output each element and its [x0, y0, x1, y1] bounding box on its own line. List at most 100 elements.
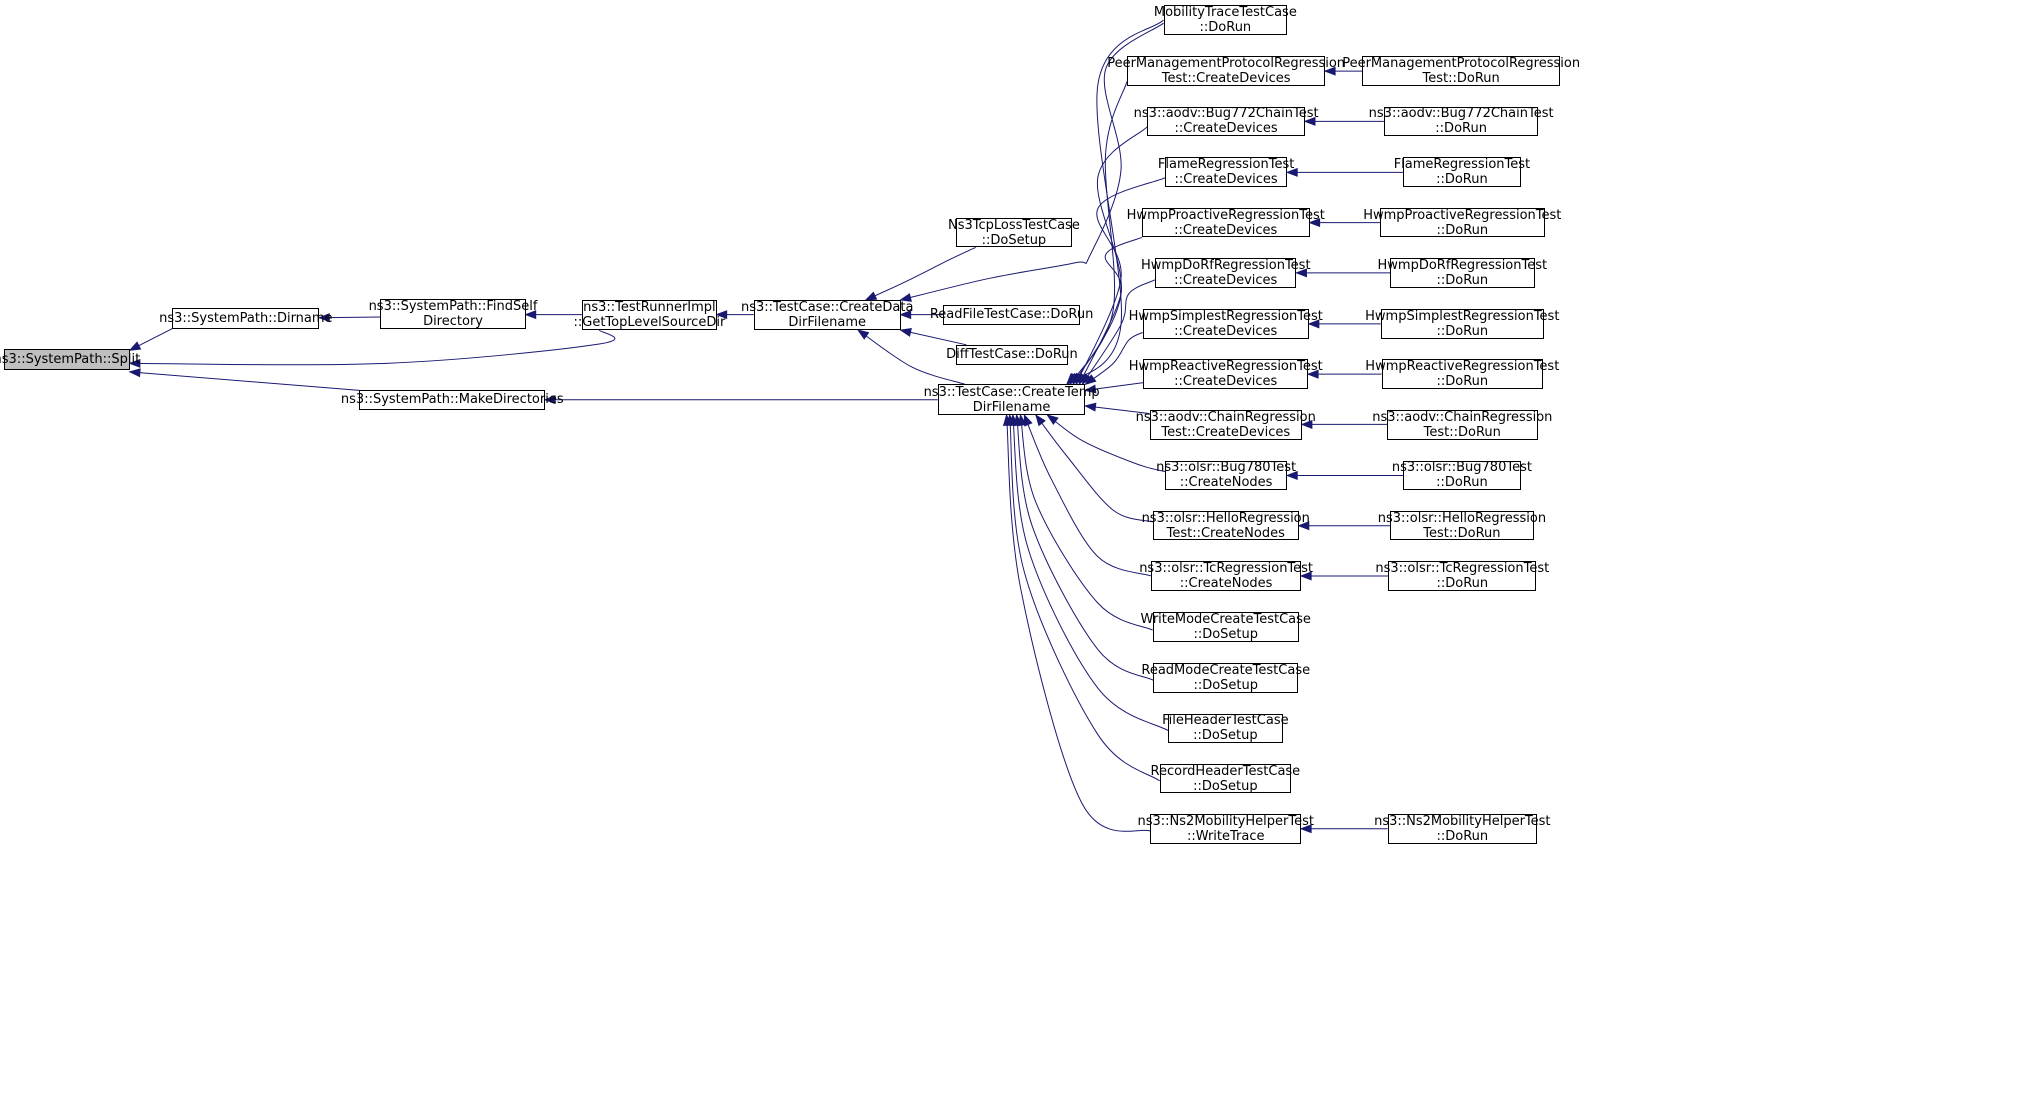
graph-node-label: Test::CreateNodes	[1166, 525, 1285, 541]
edge-readfile-to-createdata	[899, 310, 944, 320]
graph-node-hwmpdorf-cd[interactable]: HwmpDoRfRegressionTest::CreateDevices	[1141, 258, 1311, 289]
graph-node-bug772-run[interactable]: ns3::aodv::Bug772ChainTest::DoRun	[1369, 106, 1554, 136]
edge-bug772-run-to-bug772-cd	[1303, 116, 1384, 126]
arrowhead	[128, 368, 141, 378]
graph-node-hwmpreactive-cd[interactable]: HwmpReactiveRegressionTest::CreateDevice…	[1129, 359, 1323, 390]
edge-findself-to-dirname	[317, 313, 381, 323]
graph-node-ns2mob-wt[interactable]: ns3::Ns2MobilityHelperTest::WriteTrace	[1138, 814, 1314, 845]
graph-node-label: ::DoRun	[1436, 323, 1489, 339]
graph-node-split: ns3::SystemPath::Split	[0, 349, 140, 371]
graph-node-label: Directory	[423, 313, 483, 329]
graph-node-label: ns3::olsr::HelloRegression	[1377, 510, 1547, 526]
graph-node-label: ns3::Ns2MobilityHelperTest	[1374, 814, 1551, 830]
graph-node-ns3tcploss[interactable]: Ns3TcpLossTestCase::DoSetup	[948, 218, 1080, 248]
graph-node-hwmpproactive-run[interactable]: HwmpProactiveRegressionTest::DoRun	[1363, 208, 1561, 238]
arrowhead	[1046, 414, 1059, 426]
graph-node-readfile[interactable]: ReadFileTestCase::DoRun	[930, 304, 1093, 325]
edge-olsrhello-run-to-olsrhello-cn	[1297, 521, 1391, 531]
graph-node-readmode[interactable]: ReadModeCreateTestCase::DoSetup	[1141, 662, 1310, 693]
graph-node-label: ::CreateDevices	[1174, 374, 1278, 390]
graph-node-hwmpsimplest-cd[interactable]: HwmpSimplestRegressionTest::CreateDevice…	[1129, 309, 1323, 339]
graph-node-flame-cd[interactable]: FlameRegressionTest::CreateDevices	[1158, 156, 1294, 188]
graph-node-label: ns3::olsr::Bug780Test	[1391, 460, 1532, 476]
graph-node-label: ::DoRun	[1199, 19, 1252, 35]
graph-node-flame-run[interactable]: FlameRegressionTest::DoRun	[1394, 156, 1530, 188]
edge-hwmpproactive-run-to-hwmpproactive-cd	[1308, 218, 1380, 228]
edge-gettoplevel-to-findself	[524, 310, 583, 320]
graph-node-label: PeerManagementProtocolRegression	[1342, 55, 1581, 71]
graph-node-label: ::WriteTrace	[1186, 829, 1265, 845]
arrowhead	[1002, 413, 1012, 426]
graph-node-olsrtc-run[interactable]: ns3::olsr::TcRegressionTest::DoRun	[1375, 561, 1549, 592]
graph-node-label: HwmpDoRfRegressionTest	[1140, 258, 1311, 274]
graph-node-label: ns3::olsr::TcRegressionTest	[1139, 561, 1314, 577]
graph-node-mobilitytrace[interactable]: MobilityTraceTestCase::DoRun	[1154, 4, 1297, 35]
graph-node-hwmpproactive-cd[interactable]: HwmpProactiveRegressionTest::CreateDevic…	[1127, 208, 1325, 238]
graph-node-label: ns3::SystemPath::MakeDirectories	[340, 392, 564, 408]
graph-node-hwmpdorf-run[interactable]: HwmpDoRfRegressionTest::DoRun	[1378, 258, 1547, 289]
arrowhead	[1285, 470, 1298, 480]
edge-hwmpdorf-run-to-hwmpdorf-cd	[1295, 268, 1391, 278]
edge-ns2mob-wt-to-createtemp	[1002, 413, 1151, 832]
edge-difftest-to-createdata	[899, 327, 967, 346]
graph-node-label: Test::DoRun	[1422, 70, 1500, 86]
graph-node-label: ::CreateNodes	[1179, 576, 1273, 592]
graph-node-label: Ns3TcpLossTestCase	[948, 217, 1080, 233]
graph-node-hwmpreactive-run[interactable]: HwmpReactiveRegressionTest::DoRun	[1365, 359, 1559, 389]
graph-node-label: ::CreateNodes	[1179, 475, 1273, 491]
edge-hwmpdorf-cd-to-createtemp	[1081, 279, 1156, 386]
graph-node-dirname[interactable]: ns3::SystemPath::Dirname	[159, 308, 333, 329]
graph-node-label: Test::DoRun	[1423, 424, 1501, 440]
graph-node-label: HwmpReactiveRegressionTest	[1365, 359, 1560, 375]
edge-olsrtc-run-to-olsrtc-cn	[1299, 571, 1389, 581]
arrowhead	[1299, 571, 1312, 581]
graph-node-olsrbug780-run[interactable]: ns3::olsr::Bug780Test::DoRun	[1392, 460, 1532, 490]
graph-node-label: PeerManagementProtocolRegression	[1107, 55, 1346, 71]
edge-bug772-cd-to-createtemp	[1072, 126, 1148, 386]
graph-node-recordheader[interactable]: RecordHeaderTestCase::DoSetup	[1151, 764, 1301, 794]
graph-node-bug772-cd[interactable]: ns3::aodv::Bug772ChainTest::CreateDevice…	[1134, 106, 1319, 136]
edge-mobilitytrace-to-createdata	[899, 22, 1164, 302]
edge-olsrbug780-run-to-olsrbug780-cn	[1285, 470, 1404, 480]
graph-node-label: ReadFileTestCase::DoRun	[929, 307, 1094, 323]
graph-node-makedirs[interactable]: ns3::SystemPath::MakeDirectories	[341, 389, 564, 410]
graph-node-ns2mob-run[interactable]: ns3::Ns2MobilityHelperTest::DoRun	[1374, 814, 1551, 845]
graph-node-label: DiffTestCase::DoRun	[946, 347, 1078, 363]
edge-olsrbug780-cn-to-createtemp	[1046, 414, 1166, 473]
arrowhead	[543, 395, 556, 405]
graph-node-label: HwmpDoRfRegressionTest	[1377, 258, 1548, 274]
arrowhead	[1303, 116, 1316, 126]
arrowhead	[715, 310, 728, 320]
edge-createdata-to-gettoplevel	[715, 310, 754, 320]
edge-aodvchain-run-to-aodvchain-cd	[1300, 419, 1387, 429]
arrowhead	[1023, 413, 1033, 427]
graph-node-label: ns3::aodv::ChainRegression	[1135, 409, 1316, 425]
edge-makedirs-to-split	[128, 368, 360, 391]
graph-node-fileheader[interactable]: FileHeaderTestCase::DoSetup	[1162, 713, 1289, 743]
graph-node-label: DirFilename	[972, 399, 1051, 415]
graph-node-gettoplevel[interactable]: ns3::TestRunnerImpl::GetTopLevelSourceDi…	[574, 299, 725, 331]
graph-node-writemode[interactable]: WriteModeCreateTestCase::DoSetup	[1141, 612, 1311, 642]
graph-node-label: ::CreateDevices	[1174, 172, 1278, 188]
edge-createtemp-to-createdata	[856, 329, 965, 385]
graph-node-olsrtc-cn[interactable]: ns3::olsr::TcRegressionTest::CreateNodes	[1139, 561, 1313, 592]
graph-node-difftest[interactable]: DiffTestCase::DoRun	[946, 344, 1078, 365]
edge-recordheader-to-createtemp	[1006, 413, 1160, 782]
graph-node-olsrbug780-cn[interactable]: ns3::olsr::Bug780Test::CreateNodes	[1156, 460, 1296, 491]
arrowhead	[1306, 369, 1319, 379]
arrowhead	[128, 341, 142, 351]
graph-node-hwmpsimplest-run[interactable]: HwmpSimplestRegressionTest::DoRun	[1365, 309, 1559, 339]
graph-node-label: ::DoRun	[1436, 172, 1488, 188]
graph-node-label: ns3::TestCase::CreateTemp	[923, 384, 1100, 400]
edge-hwmpreactive-cd-to-createtemp	[1084, 382, 1144, 394]
